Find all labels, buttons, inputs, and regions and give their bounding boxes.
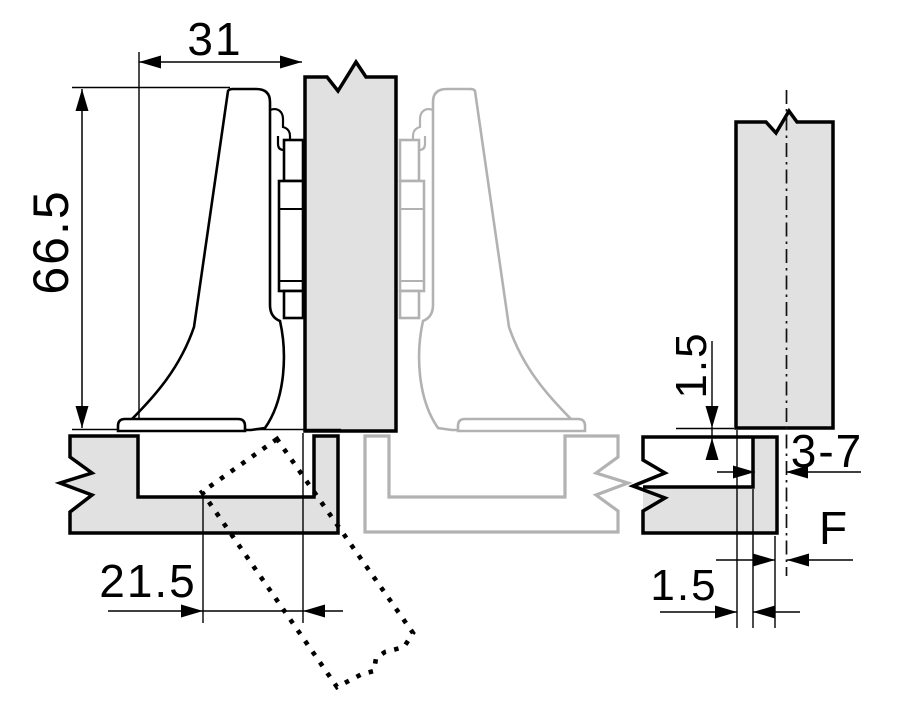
dim-label-f: F xyxy=(819,502,849,554)
dimension-1-5-bottom: 1.5 xyxy=(650,430,800,628)
dimension-1-5-top: 1.5 xyxy=(667,331,734,460)
drill-clearance-outline xyxy=(198,435,416,690)
cabinet-panel-front xyxy=(303,58,398,433)
dim-label-31: 31 xyxy=(187,13,242,65)
door-panel-plan xyxy=(628,435,779,535)
dimension-21-5: 21.5 xyxy=(99,433,343,623)
dim-label-1-5-bottom: 1.5 xyxy=(650,561,717,610)
door-panel-section xyxy=(54,434,340,535)
dim-label-1-5-top: 1.5 xyxy=(667,331,716,398)
dimension-3-7: 3-7 xyxy=(717,425,863,479)
ghost-hinge xyxy=(398,87,587,433)
dimension-66-5: 66.5 xyxy=(23,86,230,428)
ghost-door-panel xyxy=(363,434,633,534)
cabinet-panel-side xyxy=(734,107,835,430)
dimension-f: F xyxy=(716,502,853,628)
hinge-body xyxy=(116,87,305,433)
dim-label-3-7: 3-7 xyxy=(791,425,863,477)
dim-label-21-5: 21.5 xyxy=(99,555,197,607)
dim-label-66-5: 66.5 xyxy=(23,189,79,294)
dimension-31: 31 xyxy=(138,13,302,419)
